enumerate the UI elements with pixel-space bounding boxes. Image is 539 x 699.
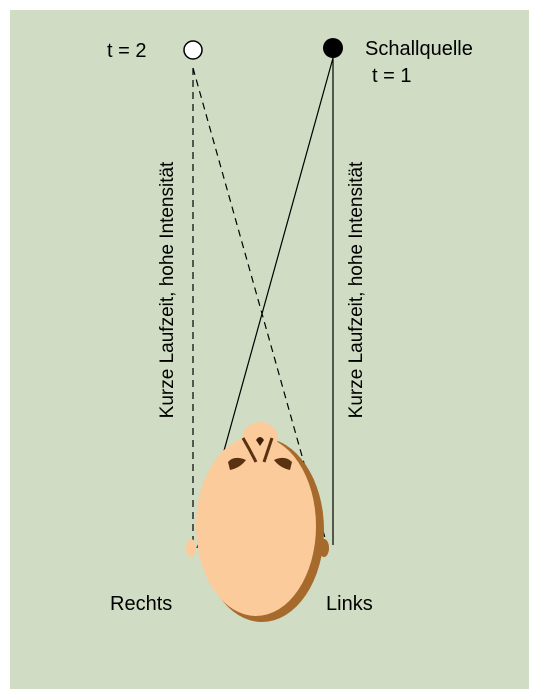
label-links: Links: [326, 593, 373, 615]
sound-localization-diagram: t = 2 Schallquelle t = 1 Kurze Laufzeit,…: [10, 10, 529, 689]
right-ear: [186, 539, 196, 557]
left-ear: [319, 539, 329, 557]
label-t2: t = 2: [107, 40, 146, 62]
diagram-panel: t = 2 Schallquelle t = 1 Kurze Laufzeit,…: [10, 10, 529, 689]
head: [196, 436, 316, 616]
source-t1-circle: [323, 38, 343, 58]
label-rechts: Rechts: [110, 593, 172, 615]
label-right-vertical: Kurze Laufzeit, hohe Intensität: [346, 161, 367, 418]
label-left-vertical: Kurze Laufzeit, hohe Intensität: [157, 161, 178, 418]
source-t2-circle: [184, 41, 202, 59]
label-source: Schallquelle: [365, 38, 473, 60]
label-t1: t = 1: [372, 65, 411, 87]
